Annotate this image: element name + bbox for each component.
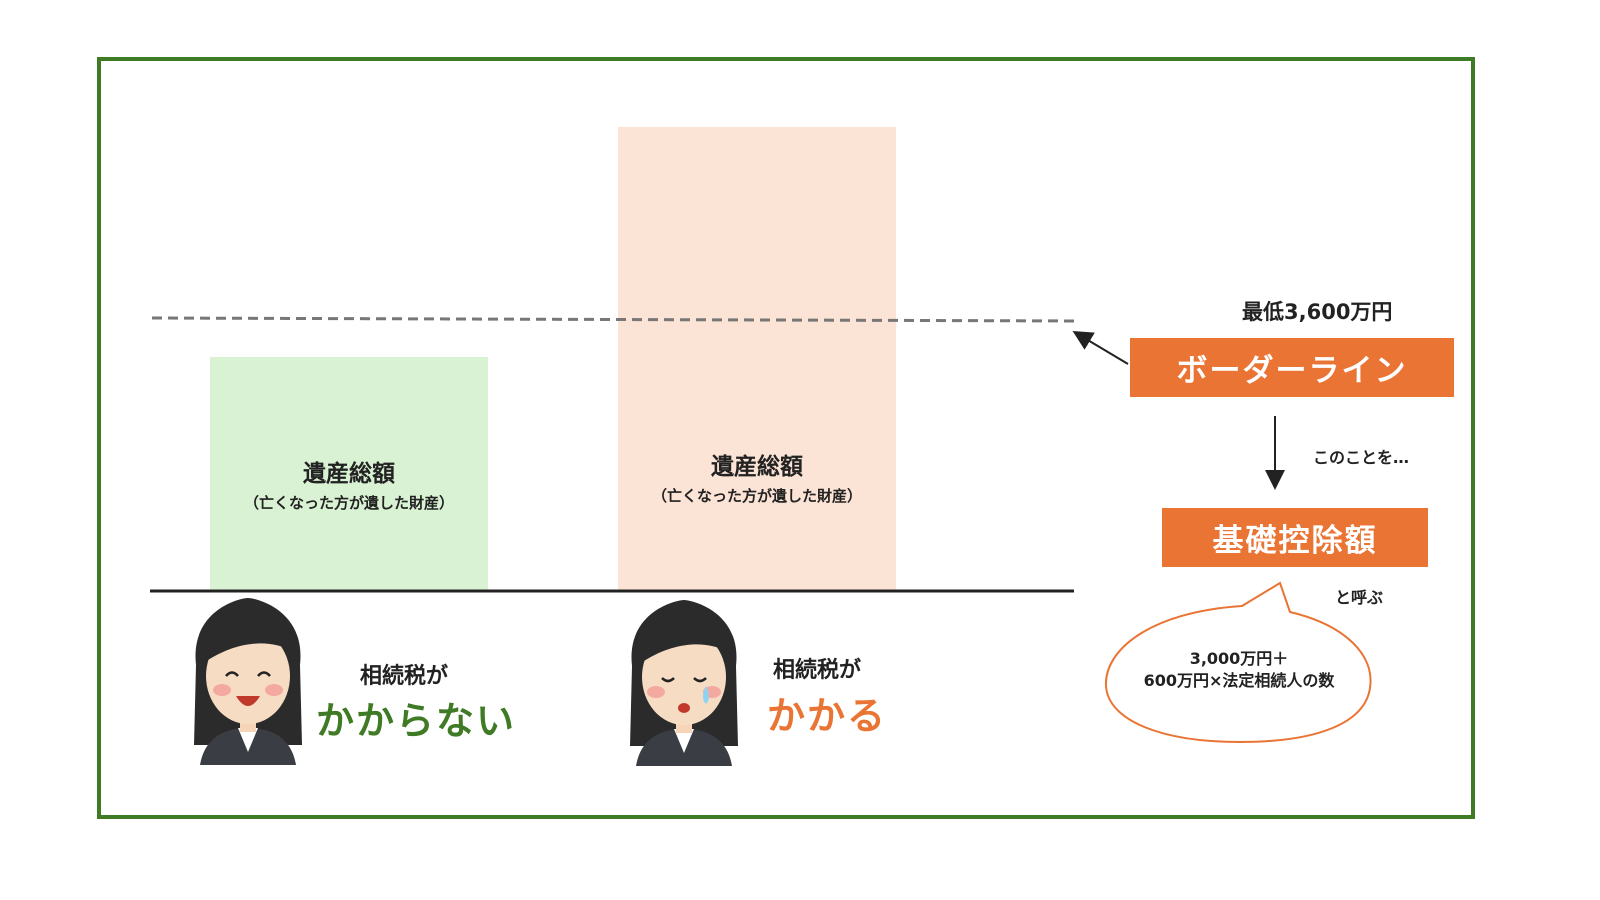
estate-box-above-line: 遺産総額 （亡くなった方が遺した財産） [618, 127, 896, 590]
diagram-frame [97, 57, 1475, 819]
estate-box-subtitle: （亡くなった方が遺した財産） [651, 487, 862, 505]
estate-box-title: 遺産総額 [711, 454, 803, 480]
estate-box-below-line: 遺産総額 （亡くなった方が遺した財産） [210, 357, 488, 590]
right-tax-result: かかる [767, 694, 888, 738]
formula-line-2: 600万円×法定相続人の数 [1143, 671, 1335, 690]
border-line-label: ボーダーライン [1130, 338, 1454, 397]
term-suffix-text: と呼ぶ [1335, 588, 1384, 607]
formula-text: 3,000万円＋ 600万円×法定相続人の数 [1108, 648, 1370, 692]
left-tax-result: かからない [316, 699, 517, 743]
estate-box-title: 遺産総額 [303, 461, 395, 487]
left-tax-label: 相続税が [360, 664, 449, 689]
minimum-amount-label: 最低3,600万円 [1242, 300, 1393, 324]
formula-line-1: 3,000万円＋ [1189, 649, 1289, 668]
estate-box-subtitle: （亡くなった方が遺した財産） [243, 494, 454, 512]
right-tax-label: 相続税が [773, 658, 862, 683]
connector-text: このことを… [1313, 448, 1410, 467]
basic-deduction-label: 基礎控除額 [1162, 508, 1428, 567]
